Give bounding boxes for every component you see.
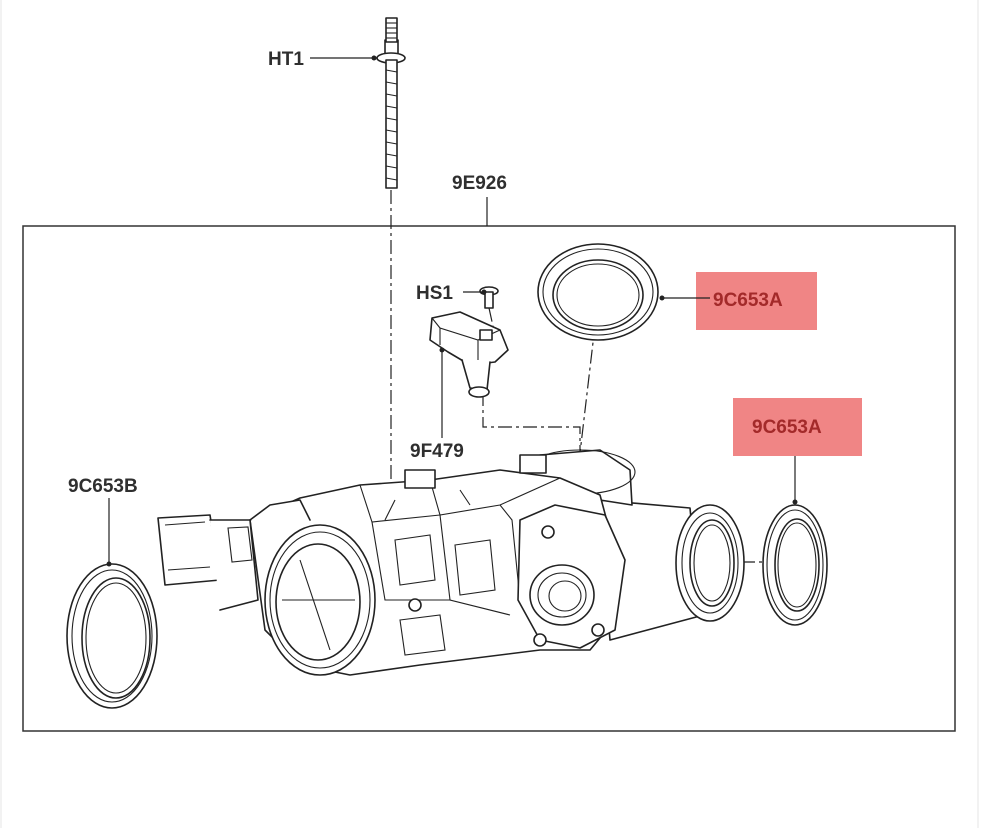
throttle-body-housing [157,449,745,676]
callout-9e926: 9E926 [452,173,507,194]
callout-ht1: HT1 [268,49,304,70]
pressure-sensor [429,311,509,398]
sensor-alignment-line [482,392,581,460]
stud-bolt [376,17,406,189]
callout-9c653b: 9C653B [68,476,138,497]
highlight-box-top [696,272,817,330]
seal-ring-left [66,563,158,709]
callout-9c653a-top: 9C653A [713,290,783,311]
callout-hs1: HS1 [416,283,453,304]
seal-ring-right [762,504,828,626]
seal-ring-top [537,243,659,341]
callout-9f479: 9F479 [410,441,464,462]
highlight-box-right [733,398,862,456]
leader-lines [106,55,798,567]
callout-9c653a-right: 9C653A [752,417,822,438]
assembly-frame [22,225,956,732]
